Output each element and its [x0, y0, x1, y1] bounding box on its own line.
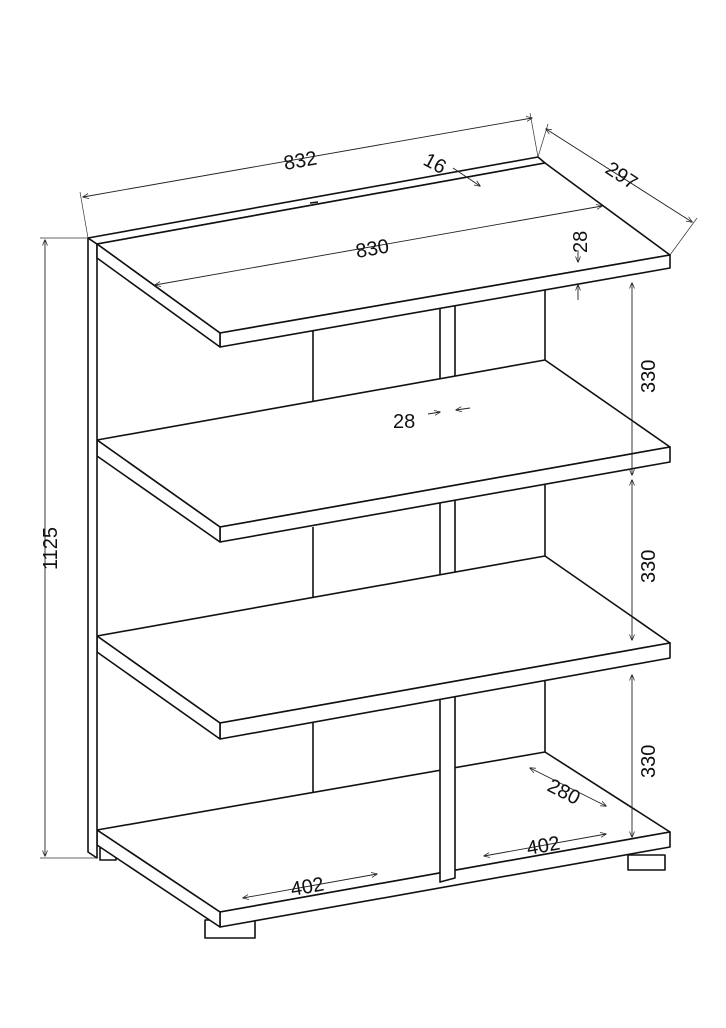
- label-depth: 297: [601, 158, 641, 195]
- label-compartment-height-1: 330: [638, 360, 660, 393]
- label-height: 1125: [40, 527, 62, 570]
- back-panels: [312, 290, 546, 795]
- label-overall-width: 832: [282, 147, 319, 174]
- bottom-panel: [96, 751, 671, 928]
- label-compartment-height-3: 330: [638, 745, 660, 778]
- label-compartment-height-2: 330: [638, 550, 660, 583]
- dimension-lines: [40, 112, 698, 898]
- shelf-upper: [96, 359, 671, 543]
- label-divider-thickness: 28: [393, 411, 415, 433]
- label-top-thickness: 28: [570, 231, 592, 253]
- shelf-lower: [96, 555, 671, 740]
- left-side-panel: [87, 237, 98, 859]
- feet: [99, 847, 666, 939]
